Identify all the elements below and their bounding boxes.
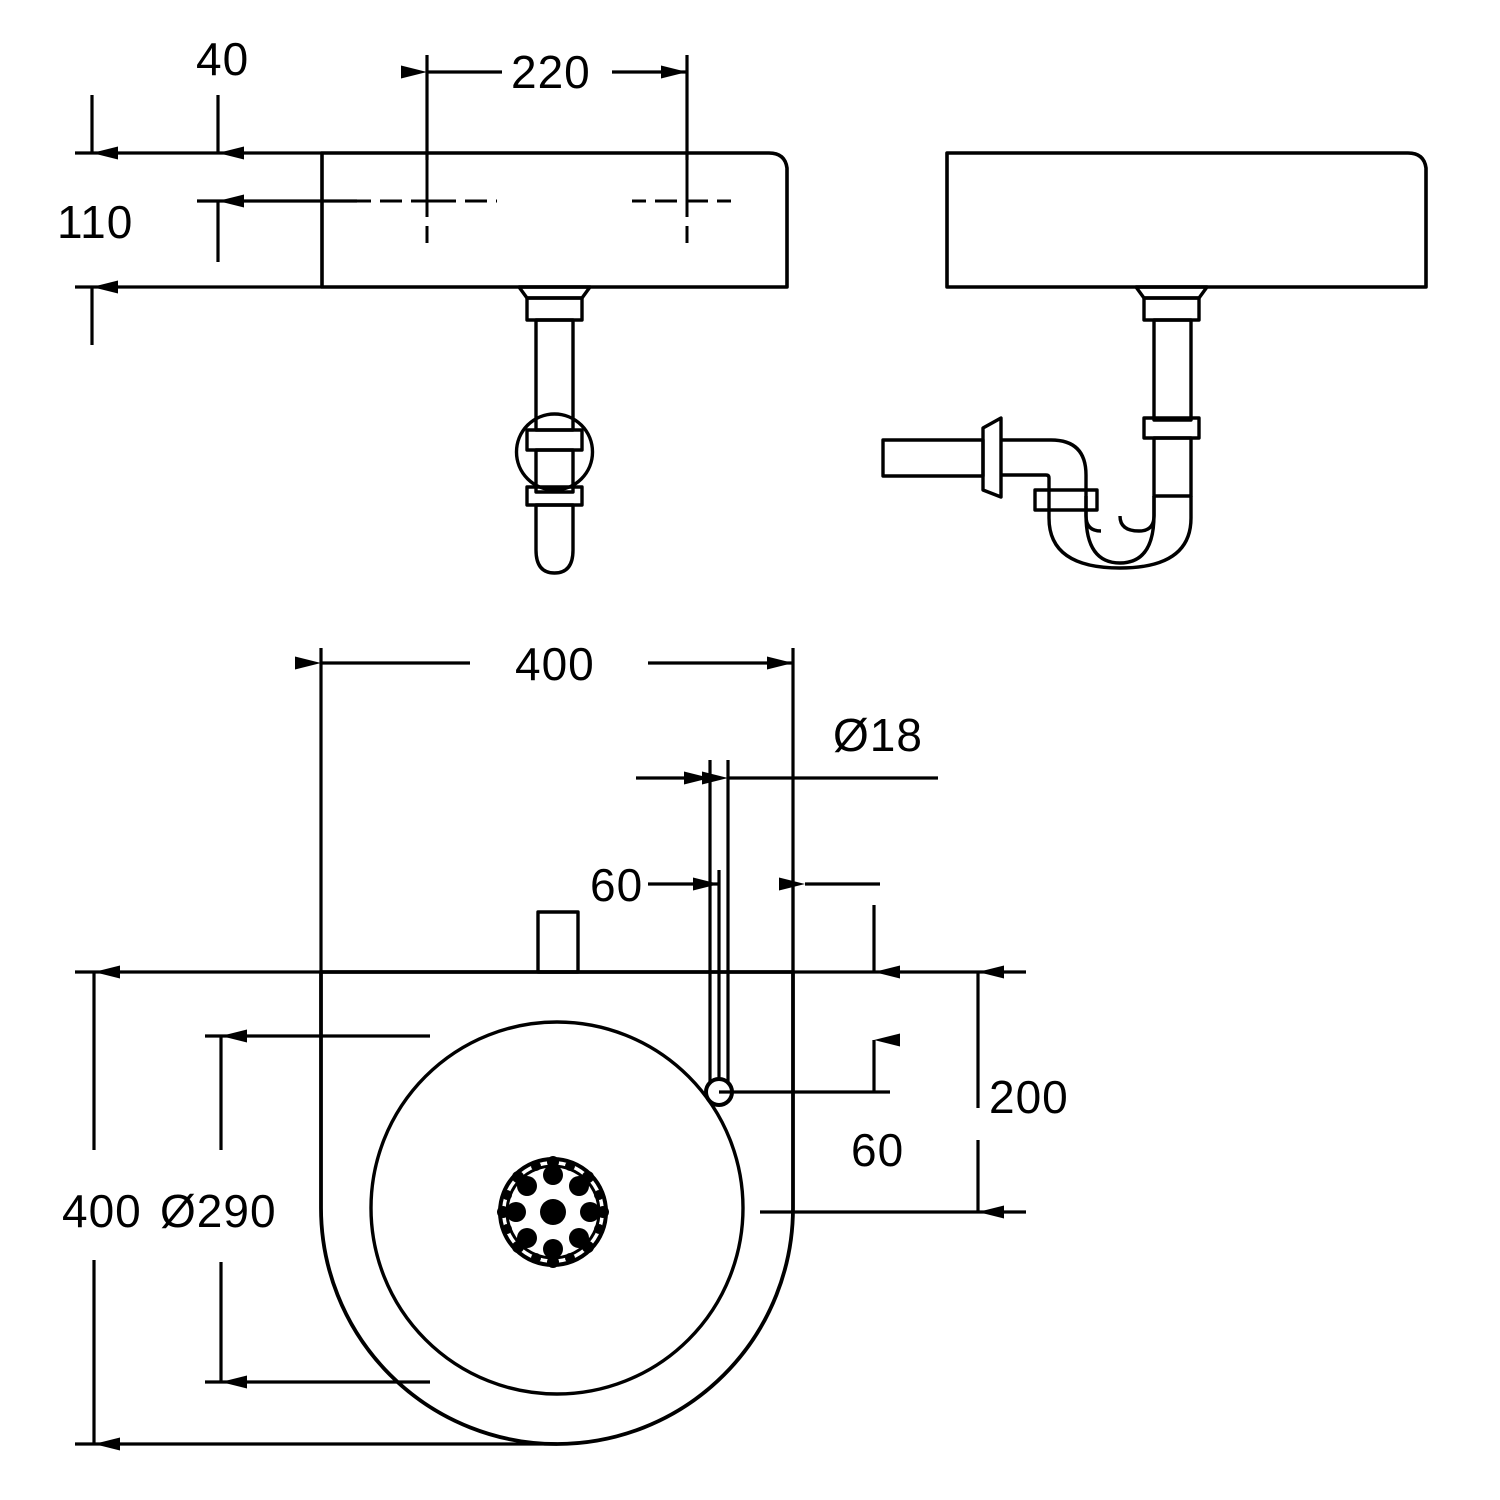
side-tailpipe: [1152, 318, 1193, 422]
side-drain-assembly: [1134, 285, 1209, 498]
plan-bowl-circle: [369, 1020, 745, 1396]
p-trap-u-bend-outer: [1084, 496, 1156, 565]
wall-arm-bottom: [1001, 473, 1051, 496]
dim-label-60-lower: 60: [851, 1124, 904, 1176]
front-view-dimensions: [75, 95, 357, 345]
plan-rear-lug: [536, 910, 580, 974]
side-wall-outlet: [881, 416, 1099, 512]
side-p-trap: [1047, 496, 1193, 570]
wall-escutcheon: [981, 416, 1003, 499]
dim-label-200: 200: [989, 1071, 1069, 1123]
side-basin-outline: [945, 151, 1428, 289]
p-trap-inner-curve: [1118, 496, 1156, 533]
front-drain-assembly: [514, 285, 595, 575]
plan-drain-grate-holes: [497, 1156, 609, 1268]
dim-220-group: [401, 55, 689, 160]
front-basin-outline: [320, 151, 789, 289]
wall-arm-top: [1001, 438, 1088, 496]
dim-label-400-depth: 400: [62, 1185, 142, 1237]
plan-view: [319, 910, 795, 1446]
wall-stub-pipe: [881, 438, 985, 478]
trap-body-pipe: [534, 448, 575, 494]
p-trap-inner-curve2: [1084, 496, 1102, 533]
side-pipe-lower: [1152, 436, 1193, 498]
dim-label-400-width: 400: [515, 638, 595, 690]
dim-label-40: 40: [196, 33, 249, 85]
dim-label-60-upper: 60: [590, 859, 643, 911]
trap-bulb: [514, 412, 595, 492]
dim-label-290: Ø290: [160, 1185, 277, 1237]
dim-label-110: 110: [57, 196, 133, 248]
dim-label-d18: Ø18: [833, 709, 923, 761]
side-elevation-view: [881, 151, 1428, 570]
trap-service-nut: [1033, 488, 1099, 512]
p-trap-u-outer: [1047, 496, 1193, 570]
plan-rim-outline: [319, 970, 795, 1446]
plan-view-dimensions: [75, 648, 1026, 1451]
dim-label-220: 220: [511, 46, 591, 98]
trap-cup: [534, 503, 575, 575]
